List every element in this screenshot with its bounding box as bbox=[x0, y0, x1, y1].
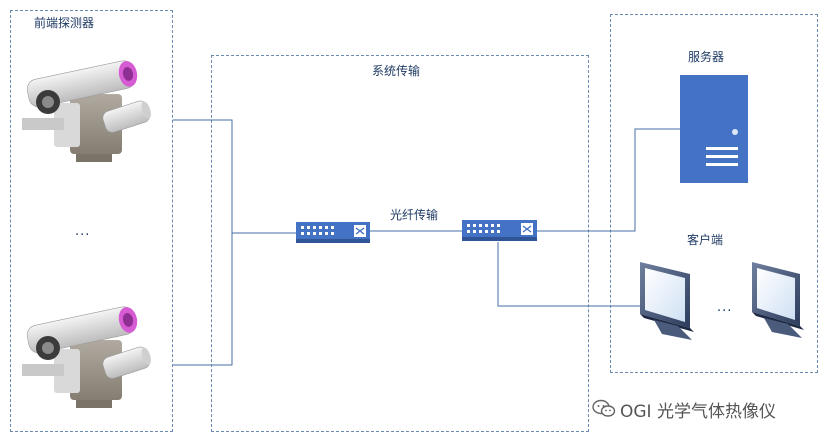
connection-lines bbox=[173, 119, 680, 366]
front-end-box bbox=[10, 10, 173, 432]
client-label: 客户端 bbox=[687, 233, 724, 247]
watermark-text: OGI 光学气体热像仪 bbox=[620, 402, 776, 422]
server-zone-box bbox=[610, 14, 818, 373]
front-end-title: 前端探测器 bbox=[34, 16, 95, 30]
switch-1 bbox=[296, 222, 370, 243]
client-monitor-2 bbox=[752, 262, 804, 338]
server-icon bbox=[680, 75, 748, 183]
camera-top-link bbox=[173, 119, 233, 233]
fiber-label: 光纤传输 bbox=[390, 208, 439, 222]
camera-bottom-link bbox=[173, 233, 233, 366]
switch2-to-client bbox=[497, 242, 640, 307]
client-ellipsis: ... bbox=[717, 300, 733, 315]
switch-2 bbox=[462, 220, 537, 241]
transmission-box bbox=[211, 55, 589, 432]
wechat-icon bbox=[592, 399, 616, 417]
client-monitor-1 bbox=[640, 262, 694, 340]
switch2-to-server bbox=[537, 128, 680, 232]
camera-ellipsis: ... bbox=[75, 224, 91, 239]
server-label: 服务器 bbox=[688, 50, 725, 64]
camera-bottom bbox=[22, 306, 152, 408]
transmission-title: 系统传输 bbox=[372, 64, 421, 78]
camera-top bbox=[22, 60, 152, 162]
